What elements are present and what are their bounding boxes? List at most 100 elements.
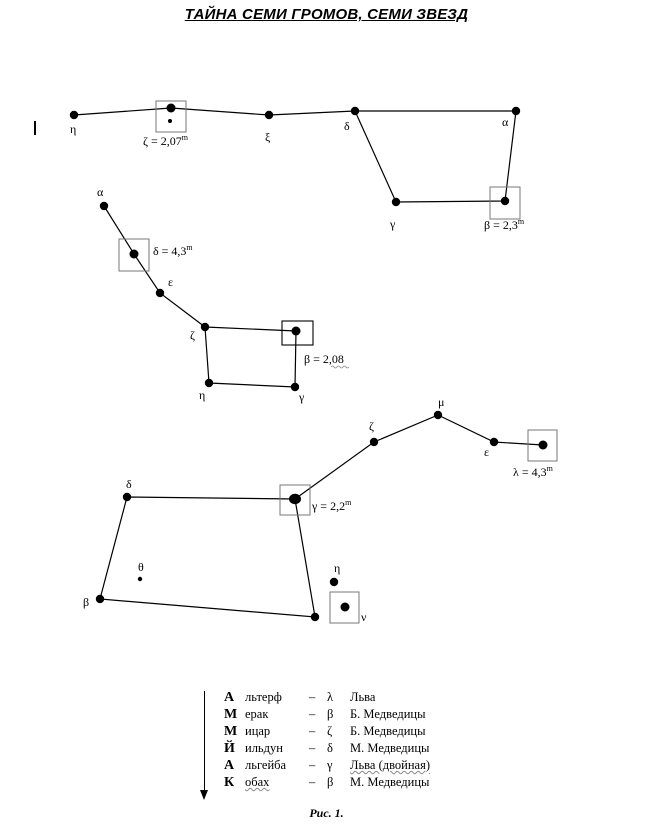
legend-initial: А bbox=[224, 690, 235, 705]
label-zeta-ursa-major: ζ = 2,07m bbox=[143, 133, 189, 148]
legend-row: А льтерф – λ Льва bbox=[224, 689, 464, 706]
legend-initial: К bbox=[224, 775, 235, 790]
star-epsilon-ursa-minor bbox=[155, 288, 165, 298]
label-delta-leo: δ bbox=[126, 477, 132, 491]
gamma-leo-box bbox=[279, 484, 311, 516]
label-alpha-ursa-minor: α bbox=[97, 185, 104, 199]
legend-greek-letter: β bbox=[327, 775, 334, 789]
star-beta-leo bbox=[95, 594, 105, 604]
label-theta-leo: θ bbox=[138, 560, 144, 574]
star-beta-ursa-major bbox=[500, 196, 510, 206]
legend-initial: М bbox=[224, 707, 238, 722]
star-epsilon-leo bbox=[489, 437, 499, 447]
acrostic-arrow-line bbox=[204, 691, 205, 791]
star-gamma-ursa-minor bbox=[290, 382, 300, 392]
label-gamma-ursa-major: γ bbox=[389, 217, 396, 231]
figure-caption: Рис. 1. bbox=[309, 806, 344, 820]
star-delta-ursa-major bbox=[350, 106, 360, 116]
legend-star-name: льгейба bbox=[245, 758, 287, 772]
star-theta-leo bbox=[137, 576, 143, 582]
label-eta-leo: η bbox=[334, 561, 340, 575]
beta-ursa-major-box bbox=[489, 186, 521, 220]
legend-greek-letter: β bbox=[327, 707, 334, 721]
legend-initial: М bbox=[224, 724, 238, 739]
star-beta-ursa-minor bbox=[291, 326, 301, 336]
legend-initial: Й bbox=[224, 741, 235, 756]
legend-row: М ицар – ζ Б. Медведицы bbox=[224, 723, 464, 740]
star-eta-leo bbox=[329, 577, 339, 587]
legend-row: М ерак – β Б. Медведицы bbox=[224, 706, 464, 723]
star-zeta-leo bbox=[369, 437, 379, 447]
legend-dash: – bbox=[309, 741, 316, 755]
lambda-leo-box bbox=[527, 429, 558, 462]
legend-greek-letter: λ bbox=[327, 690, 334, 704]
legend-row: К обах – β М. Медведицы bbox=[224, 774, 464, 791]
ursa-major-lines bbox=[73, 107, 517, 203]
legend-star-name: ицар bbox=[245, 724, 271, 738]
star-alpha-ursa-minor bbox=[99, 201, 109, 211]
star-eta-ursa-minor bbox=[204, 378, 214, 388]
legend-star-name: обах bbox=[245, 775, 270, 789]
legend-dash: – bbox=[309, 707, 316, 721]
legend-greek-letter: δ bbox=[327, 741, 333, 755]
star-lambda-leo bbox=[538, 440, 548, 450]
label-beta-leo: β bbox=[83, 595, 89, 609]
legend-initial: А bbox=[224, 758, 235, 773]
nu-leo-box bbox=[329, 591, 360, 624]
star-delta-leo bbox=[122, 492, 132, 502]
label-delta-ursa-minor: δ = 4,3m bbox=[153, 243, 193, 258]
legend-dash: – bbox=[309, 758, 316, 772]
delta-ursa-minor-box bbox=[118, 238, 150, 272]
legend-constellation: Льва (двойная) bbox=[350, 758, 431, 772]
label-lambda-leo: λ = 4,3m bbox=[513, 464, 554, 479]
star-xi-ursa-major bbox=[264, 110, 274, 120]
star-alpha-ursa-major bbox=[511, 106, 521, 116]
ursa-minor-group bbox=[103, 205, 314, 388]
label-epsilon-leo: ε bbox=[484, 445, 489, 459]
beta-ursa-minor-box bbox=[281, 320, 314, 346]
legend-constellation: М. Медведицы bbox=[350, 775, 430, 789]
legend-dash: – bbox=[309, 690, 316, 704]
star-mu-leo bbox=[433, 410, 443, 420]
star-a-leo bbox=[310, 612, 320, 622]
legend-constellation: Льва bbox=[350, 690, 376, 704]
leo-lines bbox=[99, 414, 544, 618]
legend-greek-letter: γ bbox=[327, 758, 333, 772]
legend-row: Й ильдун – δ М. Медведицы bbox=[224, 740, 464, 757]
label-beta-ursa-minor: β = 2,08 bbox=[304, 352, 344, 366]
legend-dash: – bbox=[309, 775, 316, 789]
legend-constellation: Б. Медведицы bbox=[350, 724, 426, 738]
label-gamma-ursa-minor: γ bbox=[298, 390, 305, 404]
star-delta-ursa-minor bbox=[129, 249, 139, 259]
label-eta-ursa-major: η bbox=[70, 122, 76, 136]
legend-dash: – bbox=[309, 724, 316, 738]
legend-constellation: Б. Медведицы bbox=[350, 707, 426, 721]
label-delta-ursa-major: δ bbox=[344, 119, 350, 133]
page-title: ТАЙНА СЕМИ ГРОМОВ, СЕМИ ЗВЕЗД bbox=[184, 6, 469, 23]
label-xi-ursa-major: ξ bbox=[265, 130, 271, 144]
ursa-minor-lines bbox=[103, 205, 297, 388]
star-nu-leo bbox=[340, 602, 350, 612]
legend-row: А льгейба – γ Льва (двойная) bbox=[224, 757, 464, 774]
label-alpha-ursa-major: α bbox=[502, 115, 509, 129]
label-zeta-leo: ζ bbox=[369, 419, 374, 433]
legend-greek-letter: ζ bbox=[327, 724, 333, 738]
beta-ursa-minor-wavy-underline bbox=[330, 365, 350, 369]
legend-star-name: льтерф bbox=[245, 690, 282, 704]
acrostic-arrow-head bbox=[200, 790, 208, 800]
star-zeta-ursa-minor bbox=[200, 322, 210, 332]
label-gamma-leo: γ = 2,2m bbox=[311, 498, 352, 513]
ursa-major-group bbox=[73, 100, 521, 220]
legend-star-name: ильдун bbox=[245, 741, 283, 755]
zeta-ursa-major-box bbox=[155, 100, 187, 133]
label-beta-ursa-major: β = 2,3m bbox=[484, 217, 525, 232]
star-gamma-leo bbox=[289, 493, 301, 505]
star-zeta-ursa-major bbox=[166, 103, 176, 113]
label-eta-ursa-minor: η bbox=[199, 388, 205, 402]
label-mu-leo: μ bbox=[438, 395, 444, 409]
label-epsilon-ursa-minor: ε bbox=[168, 275, 173, 289]
star-gamma-ursa-major bbox=[391, 197, 401, 207]
legend-star-name: ерак bbox=[245, 707, 269, 721]
label-nu-leo: ν bbox=[361, 610, 367, 624]
